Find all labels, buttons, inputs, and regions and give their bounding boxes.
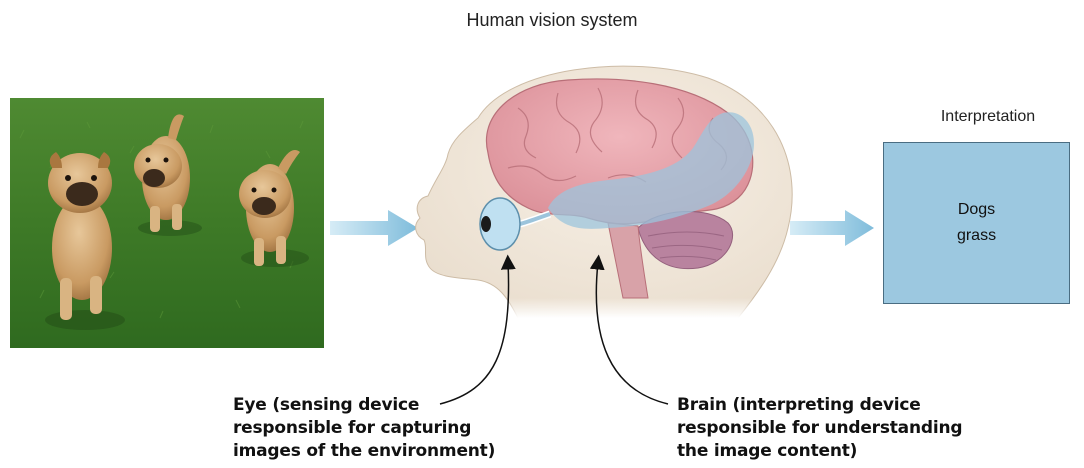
- eye-caption-line-1: Eye (sensing device: [233, 394, 563, 417]
- interpretation-box: Dogs grass: [883, 142, 1070, 304]
- brain-caption-line-2: responsible for understanding: [677, 417, 1017, 440]
- eye-caption-line-2: responsible for capturing: [233, 417, 563, 440]
- eye-caption: Eye (sensing device responsible for capt…: [233, 394, 563, 463]
- eye-caption-line-3: images of the environment): [233, 440, 563, 463]
- brain-caption-line-3: the image content): [677, 440, 1017, 463]
- brain-caption-line-1: Brain (interpreting device: [677, 394, 1017, 417]
- head-illustration: [408, 58, 808, 318]
- diagram-title: Human vision system: [0, 10, 1084, 31]
- interpretation-label: Interpretation: [900, 108, 1076, 126]
- interpretation-line-dogs: Dogs: [958, 197, 995, 223]
- interpretation-line-grass: grass: [957, 223, 996, 249]
- output-arrow: [790, 208, 875, 248]
- brain-caption: Brain (interpreting device responsible f…: [677, 394, 1017, 463]
- dogs-photo: [10, 98, 324, 348]
- input-arrow: [330, 208, 420, 248]
